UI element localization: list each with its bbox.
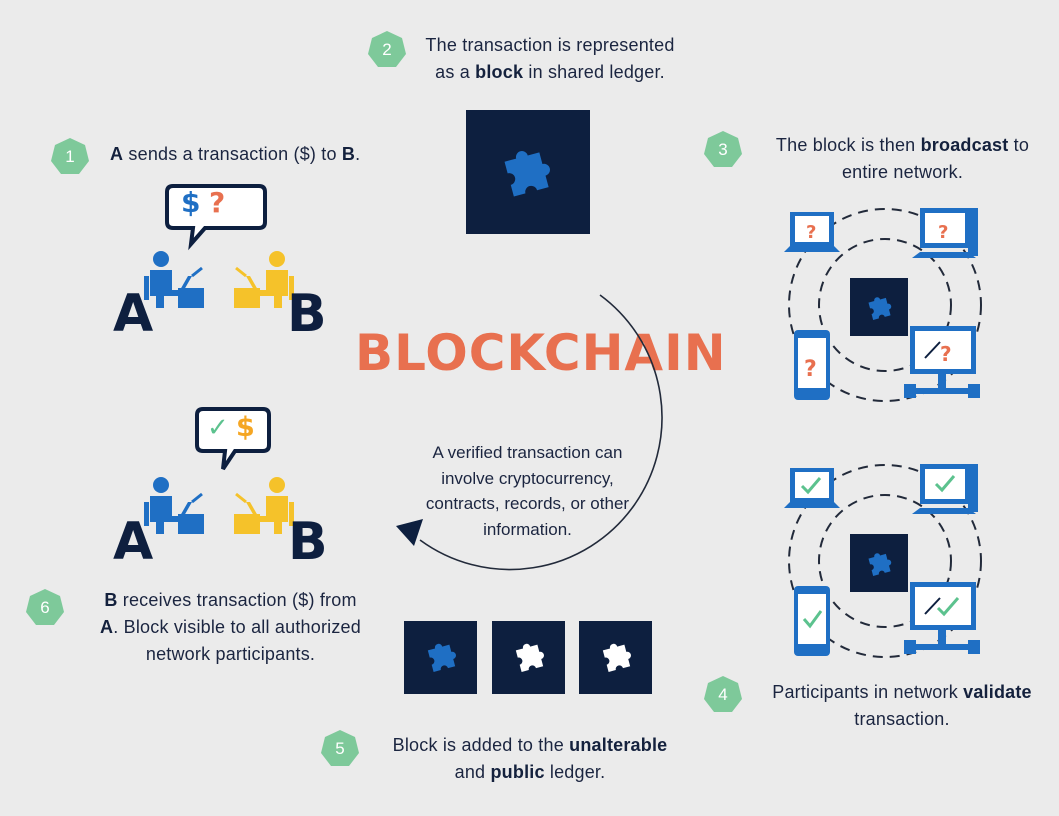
emphasis-text: A <box>100 617 114 637</box>
letter-a-bottom: A <box>113 512 154 572</box>
step-5-caption: Block is added to the unalterable and pu… <box>370 732 690 786</box>
step-4-line-1: Participants in network validate <box>752 679 1052 706</box>
caption-text: . <box>355 144 361 164</box>
emphasis-text: B <box>104 590 118 610</box>
dollar-glyph: $ <box>181 186 201 219</box>
step-4-caption: Participants in network validate transac… <box>752 679 1052 733</box>
caption-text: to <box>1008 135 1030 155</box>
caption-text: and <box>454 762 491 782</box>
ledger-chain <box>404 621 652 694</box>
emphasis-text: broadcast <box>920 135 1009 155</box>
broadcast-network-diagram: ? ? ? ? <box>784 208 982 402</box>
caption-text: as a <box>435 62 476 82</box>
step-3-number: 3 <box>718 140 728 159</box>
person-a-desk-icon-bottom <box>144 477 204 534</box>
step-1-number: 1 <box>65 147 75 166</box>
step-6-caption: B receives transaction ($) from A. Block… <box>78 587 383 668</box>
person-b-desk-icon-bottom <box>234 477 294 534</box>
caption-text: Participants in network <box>772 682 964 702</box>
emphasis-text: A <box>110 144 124 164</box>
caption-text: Block is added to the <box>392 735 570 755</box>
step-2-line-2: as a block in shared ledger. <box>400 59 700 86</box>
step-4-number: 4 <box>718 685 728 704</box>
caption-text: sends a transaction ($) to <box>123 144 342 164</box>
validate-network-diagram <box>784 464 982 658</box>
caption-text: receives transaction ($) from <box>117 590 357 610</box>
step-2-caption: The transaction is represented as a bloc… <box>400 32 700 86</box>
step-2-badge: 2 <box>367 30 407 70</box>
caption-text: . Block visible to all authorized <box>113 617 361 637</box>
svg-text:?: ? <box>940 342 952 366</box>
check-glyph: ✓ <box>207 413 229 443</box>
step-5-number: 5 <box>335 739 345 758</box>
step-6-badge: 6 <box>25 588 65 628</box>
svg-text:?: ? <box>804 357 817 382</box>
step-6-number: 6 <box>40 598 50 617</box>
phone-icon: ? <box>794 330 830 400</box>
letter-b-top: B <box>287 284 327 344</box>
emphasis-text: public <box>490 762 545 782</box>
step-5-line-2: and public ledger. <box>370 759 690 786</box>
letter-b-bottom: B <box>288 512 328 572</box>
step-3-caption: The block is then broadcast to entire ne… <box>755 132 1050 186</box>
caption-text: transaction. <box>854 709 950 729</box>
emphasis-text: B <box>341 144 356 164</box>
emphasis-text: validate <box>963 682 1032 702</box>
dollar-glyph-received: $ <box>236 412 255 443</box>
question-bubble-icon <box>165 184 267 251</box>
desktop-check-icon <box>912 464 978 514</box>
ledger-block-icon <box>466 110 590 234</box>
step-4-line-2: transaction. <box>752 706 1052 733</box>
arrowhead-icon <box>396 519 423 546</box>
network-computer-check-icon <box>904 582 980 654</box>
emphasis-text: block <box>475 62 524 82</box>
caption-text: The block is then <box>775 135 921 155</box>
caption-text: network participants. <box>145 644 316 664</box>
step-5-badge: 5 <box>320 729 360 769</box>
desktop-icon: ? <box>912 208 978 258</box>
step-5-line-1: Block is added to the unalterable <box>370 732 690 759</box>
step-2-line-1: The transaction is represented <box>400 32 700 59</box>
person-a-desk-icon <box>144 251 204 308</box>
caption-text: ledger. <box>544 762 606 782</box>
letter-a-top: A <box>113 284 154 344</box>
step-2-number: 2 <box>382 40 392 59</box>
step-3-badge: 3 <box>703 130 743 170</box>
network-computer-icon: ? <box>904 326 980 398</box>
page-title: BLOCKCHAIN <box>355 324 727 382</box>
caption-text: entire network. <box>841 162 964 182</box>
step-6-line-1: B receives transaction ($) from <box>78 587 383 614</box>
step-6-line-2: A. Block visible to all authorized <box>78 614 383 641</box>
phone-check-icon <box>794 586 830 656</box>
step-1-caption: A sends a transaction ($) to B. <box>110 141 360 168</box>
caption-text: in shared ledger. <box>523 62 665 82</box>
step-3-line-1: The block is then broadcast to <box>755 132 1050 159</box>
step-1-badge: 1 <box>50 137 90 177</box>
step-4-badge: 4 <box>703 675 743 715</box>
person-b-desk-icon <box>234 251 294 308</box>
svg-text:?: ? <box>806 222 816 243</box>
laptop-check-icon <box>784 468 840 508</box>
check-bubble-icon <box>195 407 271 471</box>
question-glyph: ? <box>209 186 226 219</box>
cycle-arrow <box>396 294 663 571</box>
center-description: A verified transaction can involve crypt… <box>425 443 630 539</box>
step-3-line-2: entire network. <box>755 159 1050 186</box>
emphasis-text: unalterable <box>569 735 668 755</box>
caption-text: The transaction is represented <box>425 35 675 55</box>
svg-text:?: ? <box>938 222 948 243</box>
laptop-icon: ? <box>784 212 840 252</box>
step-6-line-3: network participants. <box>78 641 383 668</box>
